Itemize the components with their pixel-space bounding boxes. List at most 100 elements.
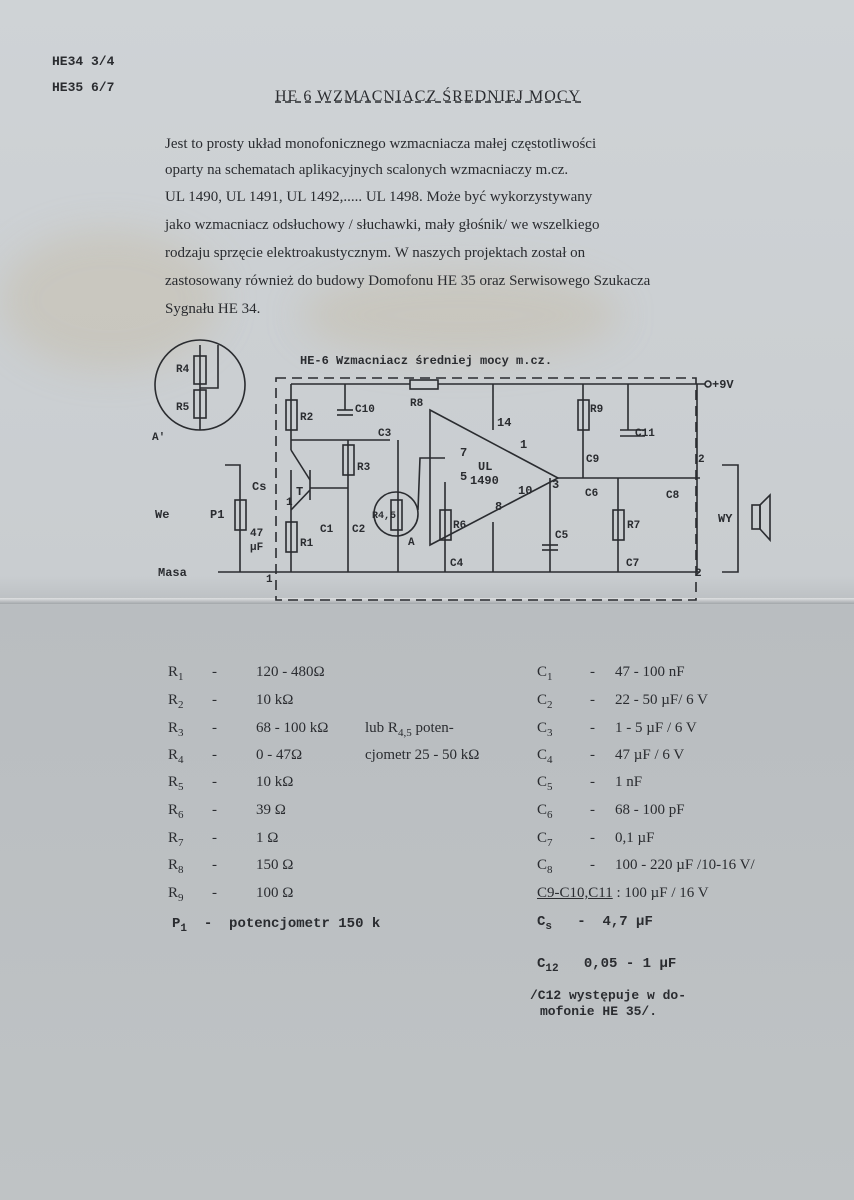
c12-note: /C12 występuje w do- xyxy=(530,988,687,1003)
part-name: R xyxy=(168,830,179,846)
part-subscript: 5 xyxy=(178,781,184,793)
dash: - xyxy=(590,802,595,818)
part-label: C2 xyxy=(352,524,365,536)
part-value: 0,05 - 1 µF xyxy=(583,956,677,972)
dash: - xyxy=(590,830,595,846)
c9-c11-row: C9-C10,C11 : 100 µF / 16 V xyxy=(537,885,709,902)
note-text: lub R xyxy=(365,720,398,736)
dash: - xyxy=(590,664,595,680)
part-value: 1 Ω xyxy=(256,830,279,846)
part-value: 68 - 100 pF xyxy=(615,802,685,818)
part-name: C9-C10,C11 xyxy=(537,885,613,901)
dash: - xyxy=(212,692,217,708)
part-name: R xyxy=(168,802,179,818)
part-name: R xyxy=(168,692,179,708)
part-subscript: 4 xyxy=(178,754,184,766)
part-value: 0,1 µF xyxy=(615,830,655,846)
part-subscript: 3 xyxy=(178,727,184,739)
paragraph-line: zastosowany również do budowy Domofonu H… xyxy=(165,273,651,289)
dash: - xyxy=(590,747,595,763)
paragraph-line: Sygnału HE 34. xyxy=(165,301,261,317)
ic-label: UL xyxy=(478,460,492,474)
part-subscript: 2 xyxy=(547,699,553,711)
ground-label: Masa xyxy=(158,566,187,580)
part-label: C4 xyxy=(450,558,464,570)
output-label: WY xyxy=(718,512,733,526)
supply-label: +9V xyxy=(712,378,734,392)
part-name: C xyxy=(537,664,548,680)
document-title: HE 6 WZMACNIACZ ŚREDNIEJ MOCY xyxy=(275,88,582,105)
part-name: C xyxy=(537,774,548,790)
paragraph-line: UL 1490, UL 1491, UL 1492,..... UL 1498.… xyxy=(165,189,593,205)
part-value: 10 kΩ xyxy=(256,774,294,790)
part-value: potencjometr 150 k xyxy=(229,916,381,932)
part-label: R6 xyxy=(453,520,466,532)
part-label: C11 xyxy=(635,428,655,440)
part-value: : 100 µF / 16 V xyxy=(616,885,709,901)
part-name: C xyxy=(537,956,546,972)
r45-label: R4,5 xyxy=(372,511,396,522)
ic-amplifier xyxy=(429,408,560,547)
node-a-label: A xyxy=(408,537,415,549)
part-label: C6 xyxy=(585,488,598,500)
part-subscript: 8 xyxy=(178,864,184,876)
dash: - xyxy=(590,774,595,790)
ic-label: 1490 xyxy=(470,474,499,488)
dash: - xyxy=(203,916,213,932)
dash: - xyxy=(577,914,586,930)
part-label: C1 xyxy=(320,524,334,536)
part-name: C xyxy=(537,692,548,708)
part-value: 1 nF xyxy=(615,774,643,790)
part-value: 100 - 220 µF /10-16 V/ xyxy=(615,857,755,873)
c12-row: C12 0,05 - 1 µF xyxy=(537,956,676,975)
part-value: 100 Ω xyxy=(256,885,294,901)
terminal-label: 1 xyxy=(266,574,273,586)
part-label: R5 xyxy=(176,402,190,414)
dash: - xyxy=(212,830,217,846)
part-label: C8 xyxy=(666,490,680,502)
part-value: 39 Ω xyxy=(256,802,286,818)
part-label: C5 xyxy=(555,530,569,542)
terminal-label: 1 xyxy=(286,497,293,509)
part-label: C7 xyxy=(626,558,639,570)
transistor-label: T xyxy=(296,485,303,499)
enclosure-outline xyxy=(275,377,697,601)
dash: - xyxy=(212,664,217,680)
input-label: We xyxy=(155,508,169,522)
part-value: 0 - 47Ω xyxy=(256,747,303,763)
part-name: R xyxy=(168,720,179,736)
dash: - xyxy=(212,720,217,736)
part-subscript: 9 xyxy=(178,892,184,904)
ref-he35: HE35 6/7 xyxy=(52,80,115,95)
part-subscript: 6 xyxy=(547,809,553,821)
part-subscript: 7 xyxy=(547,837,553,849)
circuit-schematic: HE-6 Wzmacniacz średniej mocy m.cz. +9V … xyxy=(152,339,771,601)
part-name: C xyxy=(537,857,548,873)
schematic-title: HE-6 Wzmacniacz średniej mocy m.cz. xyxy=(300,354,552,368)
paper-fold xyxy=(0,598,854,604)
dash: - xyxy=(212,774,217,790)
terminal-label: 2 xyxy=(695,568,702,580)
cs-unit: µF xyxy=(250,542,263,554)
part-label: R1 xyxy=(300,538,314,550)
part-name: C xyxy=(537,720,548,736)
pin-label: 1 xyxy=(520,438,527,452)
pin-label: 3 xyxy=(552,478,559,492)
part-subscript: 2 xyxy=(178,699,184,711)
cs-label: Cs xyxy=(252,480,266,494)
dash: - xyxy=(590,857,595,873)
dash: - xyxy=(212,857,217,873)
cs-value: 47 xyxy=(250,528,263,540)
part-name: C xyxy=(537,830,548,846)
part-label: C10 xyxy=(355,404,375,416)
cs-row: Cs - 4,7 µF xyxy=(537,914,653,933)
c12-note: mofonie HE 35/. xyxy=(540,1004,658,1019)
ref-he34: HE34 3/4 xyxy=(52,54,115,69)
paragraph-line: Jest to prosty układ monofonicznego wzma… xyxy=(165,136,597,152)
part-label: R3 xyxy=(357,462,371,474)
part-name: C xyxy=(537,914,546,930)
part-name: R xyxy=(168,885,179,901)
node-a-prime-label: A' xyxy=(152,432,165,444)
part-value: 47 µF / 6 V xyxy=(615,747,685,763)
part-name: P xyxy=(172,916,181,932)
